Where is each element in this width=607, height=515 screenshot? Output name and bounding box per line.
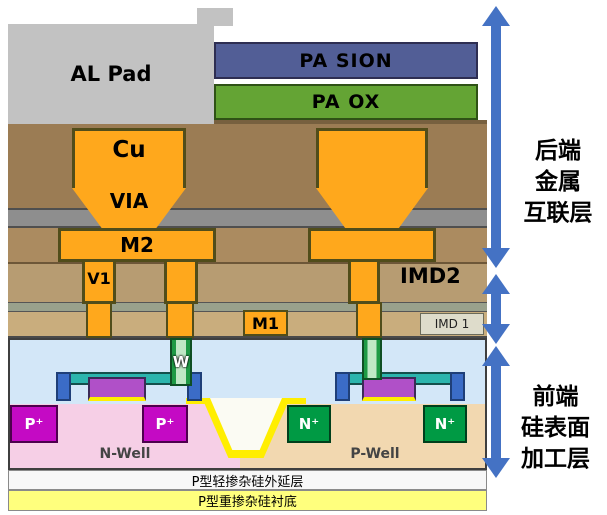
- v1-label: V1: [87, 269, 111, 288]
- pa-sion-label: PA SION: [299, 49, 393, 72]
- transistor-right-contact-b: [450, 372, 465, 401]
- transistor-left-gate: [88, 377, 146, 401]
- imd-extent-arrow: [482, 274, 510, 344]
- n-plus-label-2: N⁺: [434, 415, 456, 433]
- arrow-down-icon: [482, 324, 510, 344]
- imd1-box: IMD 1: [420, 313, 484, 335]
- sti-rim-right: [284, 398, 306, 404]
- backend-annotation-line-2: 金属: [535, 169, 581, 195]
- al-pad-tab: [197, 8, 233, 26]
- p-plus-region-1: P⁺: [10, 405, 58, 443]
- via-label: VIA: [109, 189, 149, 213]
- backend-annotation-line-1: 后端: [535, 138, 581, 164]
- arrow-shaft: [491, 26, 501, 248]
- arrow-down-icon: [482, 248, 510, 268]
- m2-label: M2: [120, 233, 154, 257]
- w-plug: W: [170, 338, 192, 386]
- frontend-annotation-line-3: 加工层: [521, 446, 590, 472]
- frontend-annotation: 前端 硅表面 加工层: [508, 382, 603, 475]
- v1-via-left: V1: [82, 262, 116, 304]
- epi-layer-band: P型轻掺杂硅外延层: [8, 470, 487, 490]
- substrate-label: P型重掺杂硅衬底: [198, 495, 297, 510]
- n-plus-region-2: N⁺: [423, 405, 467, 443]
- frontend-annotation-line-1: 前端: [532, 384, 579, 410]
- m1-pad-right: [356, 302, 382, 338]
- substrate-band: P型重掺杂硅衬底: [8, 490, 487, 511]
- n-plus-label-1: N⁺: [298, 415, 320, 433]
- arrow-up-icon: [482, 274, 510, 294]
- p-plus-label-1: P⁺: [24, 415, 44, 433]
- m1-metal-box: M1: [243, 310, 288, 336]
- arrow-down-icon: [482, 458, 510, 478]
- p-plus-region-2: P⁺: [142, 405, 188, 443]
- v1-via-right-stack: [348, 262, 380, 304]
- m2-metal-line: M2: [58, 228, 216, 262]
- n-plus-region-1: N⁺: [287, 405, 331, 443]
- backend-annotation-line-3: 互联层: [523, 200, 593, 226]
- pa-ox-layer: PA OX: [214, 84, 478, 120]
- arrow-up-icon: [482, 346, 510, 366]
- epi-layer-label: P型轻掺杂硅外延层: [191, 474, 304, 490]
- transistor-left-contact-a: [56, 372, 71, 401]
- cu-metal-block: Cu: [72, 128, 186, 188]
- m1-pad-center: [166, 302, 194, 338]
- n-well-label: N-Well: [99, 446, 151, 462]
- backend-extent-arrow: [482, 6, 510, 268]
- frontend-annotation-line-2: 硅表面: [521, 415, 590, 441]
- w-plug-label: W: [172, 353, 190, 371]
- contact-plug-right: [362, 338, 382, 380]
- transistor-right-gate: [362, 377, 416, 401]
- v1-via-right: [164, 262, 198, 304]
- frontend-extent-arrow: [482, 346, 510, 478]
- arrow-up-icon: [482, 6, 510, 26]
- p-plus-label-2: P⁺: [155, 415, 175, 433]
- pa-sion-layer: PA SION: [214, 42, 478, 79]
- pa-ox-label: PA OX: [311, 91, 381, 113]
- m2-metal-line-right: [308, 228, 436, 262]
- transistor-right-contact-a: [335, 372, 350, 401]
- cu-label: Cu: [112, 137, 146, 163]
- p-well-label: P-Well: [350, 446, 400, 462]
- cu-metal-block-right: [316, 128, 428, 188]
- backend-annotation: 后端 金属 互联层: [512, 136, 604, 229]
- sti-rim-left: [186, 398, 208, 404]
- arrow-shaft: [491, 366, 501, 458]
- imd2-label: IMD2: [400, 264, 461, 288]
- m1-pad-left: [86, 302, 112, 338]
- arrow-shaft: [491, 294, 501, 324]
- al-pad: AL Pad: [8, 24, 214, 124]
- al-pad-label: AL Pad: [70, 62, 152, 86]
- m1-label: M1: [251, 313, 280, 333]
- imd1-label: IMD 1: [434, 317, 470, 331]
- dielectric-band-gray: [8, 208, 487, 228]
